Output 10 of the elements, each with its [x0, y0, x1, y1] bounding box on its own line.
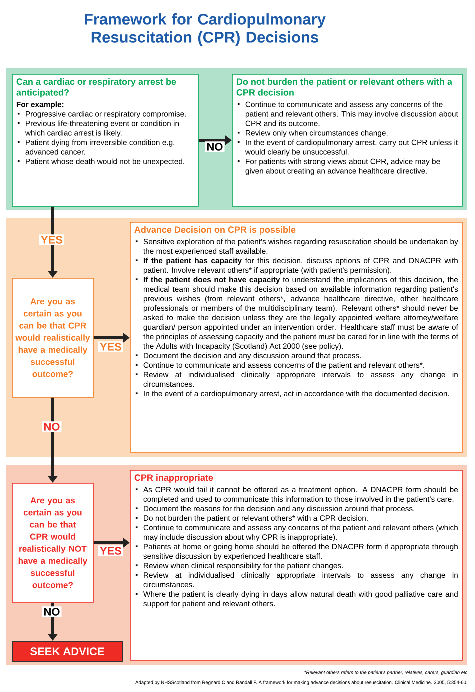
decision-box: Are you as certain as you can be that CPR would realistically have a medically successful outcome?	[12, 278, 94, 398]
edge-label: YES	[98, 546, 124, 556]
edge-label: NO	[42, 422, 62, 432]
edge-label: YES	[40, 234, 64, 246]
edge-label: NO	[42, 606, 62, 618]
edge-label: NO	[205, 142, 225, 152]
title: Framework for Cardiopulmonary Resuscitation (CPR) Decisions	[85, 14, 326, 46]
decision-box: Are you as certain as you can be that CPR would realistically NOT have a medically successful outcome?	[12, 483, 94, 603]
edge-label: YES	[98, 342, 124, 352]
action-box: SEEK ADVICE	[12, 641, 123, 662]
